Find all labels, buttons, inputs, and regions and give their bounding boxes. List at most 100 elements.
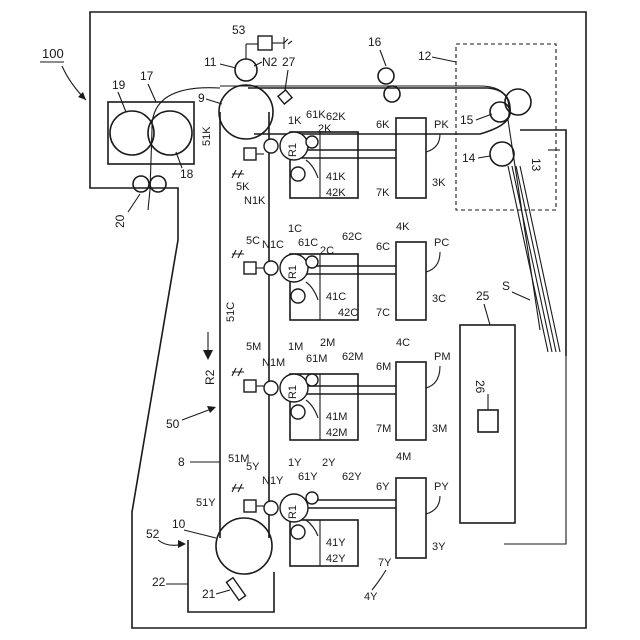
r2-arrowhead: [203, 350, 213, 360]
belt-cleaner-box: [188, 540, 274, 612]
label-13: 13: [529, 158, 543, 172]
label-52: 52: [146, 527, 160, 541]
pickup-roller: [490, 142, 514, 166]
label-20: 20: [113, 214, 127, 228]
power-supply-53: [258, 36, 272, 50]
station-c-label-41: 41C: [326, 291, 346, 303]
station-m-label-5: 5M: [246, 341, 261, 353]
leader-9: [206, 99, 222, 104]
station-y-4-arrow: [372, 570, 386, 590]
station-m-label-p: PM: [434, 351, 451, 363]
station-m-p-arrow: [426, 366, 440, 388]
cleaning-blade-21: [226, 578, 245, 601]
secondary-transfer-roller: [235, 59, 257, 81]
station-m-laser-unit: [396, 362, 426, 440]
station-m-label-1: 1M: [288, 341, 303, 353]
leader-12: [432, 57, 456, 62]
station-c-charge-roller: [306, 256, 318, 268]
label-53: 53: [232, 23, 246, 37]
station-c-label-42: 42C: [338, 307, 358, 319]
station-y-blade: [306, 520, 318, 536]
leader-20: [128, 194, 140, 212]
leader-s: [512, 292, 530, 300]
station-y-label-p: PY: [434, 481, 449, 493]
leader-14: [478, 156, 490, 158]
belt-tension-roller: [216, 518, 272, 574]
station-y-label-1: 1Y: [288, 457, 302, 469]
station-y-label-42: 42Y: [326, 553, 346, 565]
label-27: 27: [282, 55, 296, 69]
station-m-label-62: 62M: [342, 351, 363, 363]
station-y-label-62: 62Y: [342, 471, 362, 483]
station-k-label-2: 2K: [318, 123, 332, 135]
station-m-dev-roller: [291, 405, 305, 419]
station-y-label-n1: N1Y: [262, 475, 284, 487]
ground-53-symbol: [284, 37, 292, 49]
station-c-p-arrow: [426, 252, 440, 272]
station-m-label-61: 61M: [306, 353, 327, 365]
station-c-label-6: 6C: [376, 241, 390, 253]
station-k-dev-roller: [291, 167, 305, 181]
station-k-label-7: 7K: [376, 187, 390, 199]
station-m-label-4: 4M: [396, 451, 411, 463]
station-y-laser-unit: [396, 478, 426, 558]
station-k-p-arrow: [426, 134, 440, 152]
output-roller-left: [133, 176, 149, 192]
return-path-line: [504, 356, 566, 544]
label-r2: R2: [203, 369, 217, 385]
station-y-label-41: 41Y: [326, 537, 346, 549]
label-n2: N2: [262, 55, 278, 69]
station-k-label-51: 51K: [201, 126, 213, 146]
station-y-label-61: 61Y: [298, 471, 318, 483]
station-y-label-5: 5Y: [246, 461, 260, 473]
label-18: 18: [180, 167, 194, 181]
arrowhead-50: [207, 406, 216, 413]
label-11: 11: [204, 55, 217, 69]
station-y-p-arrow: [426, 496, 440, 514]
station-y-dev-roller: [291, 525, 305, 539]
station-k-blade: [306, 160, 318, 178]
station-m-label-42: 42M: [326, 427, 347, 439]
station-m-blade: [306, 400, 318, 418]
leader-10: [184, 530, 216, 538]
station-y-label-51: 51Y: [196, 497, 216, 509]
station-y-label-6: 6Y: [376, 481, 390, 493]
station-c-label-1: 1C: [288, 223, 302, 235]
station-m-label-41: 41M: [326, 411, 347, 423]
station-k-label-61: 61K: [306, 109, 326, 121]
station-y-ground: [232, 484, 244, 492]
station-c-primary-roller: [264, 261, 278, 275]
station-y-bias-box: [244, 500, 256, 512]
station-k-laser-unit: [396, 118, 426, 198]
station-y-label-3: 3Y: [432, 541, 446, 553]
controller-box: [460, 325, 515, 523]
leader-21: [216, 590, 230, 594]
station-c-label-3: 3C: [432, 293, 446, 305]
station-k-primary-roller: [264, 139, 278, 153]
station-c-r1: R1: [287, 265, 299, 279]
station-k-label-42: 42K: [326, 187, 346, 199]
storage-unit-26: [478, 410, 498, 432]
sensor-27: [278, 90, 292, 104]
label-15: 15: [460, 113, 474, 127]
conveying-roller-left: [378, 68, 394, 84]
station-y-label-4: 4Y: [364, 591, 378, 603]
station-m-bias-box: [244, 380, 256, 392]
station-k-label-1: 1K: [288, 115, 302, 127]
station-m-label-7: 7M: [376, 423, 391, 435]
leader-11: [220, 64, 236, 68]
leader-17: [148, 84, 156, 102]
station-m-label-n1: N1M: [262, 357, 285, 369]
station-y-label-7: 7Y: [378, 557, 392, 569]
leader-25: [484, 304, 490, 325]
station-m: R1 1M 61M 2M 62M 6M 41M 42M 7M 3M 4M PM …: [228, 337, 451, 465]
station-m-ground: [232, 368, 244, 376]
station-k-label-p: PK: [434, 119, 449, 131]
station-m-label-3: 3M: [432, 423, 447, 435]
label-22: 22: [152, 575, 166, 589]
leader-16: [380, 50, 386, 66]
station-k-bias-box: [244, 148, 256, 160]
station-k-label-6: 6K: [376, 119, 390, 131]
station-m-primary-roller: [264, 381, 278, 395]
